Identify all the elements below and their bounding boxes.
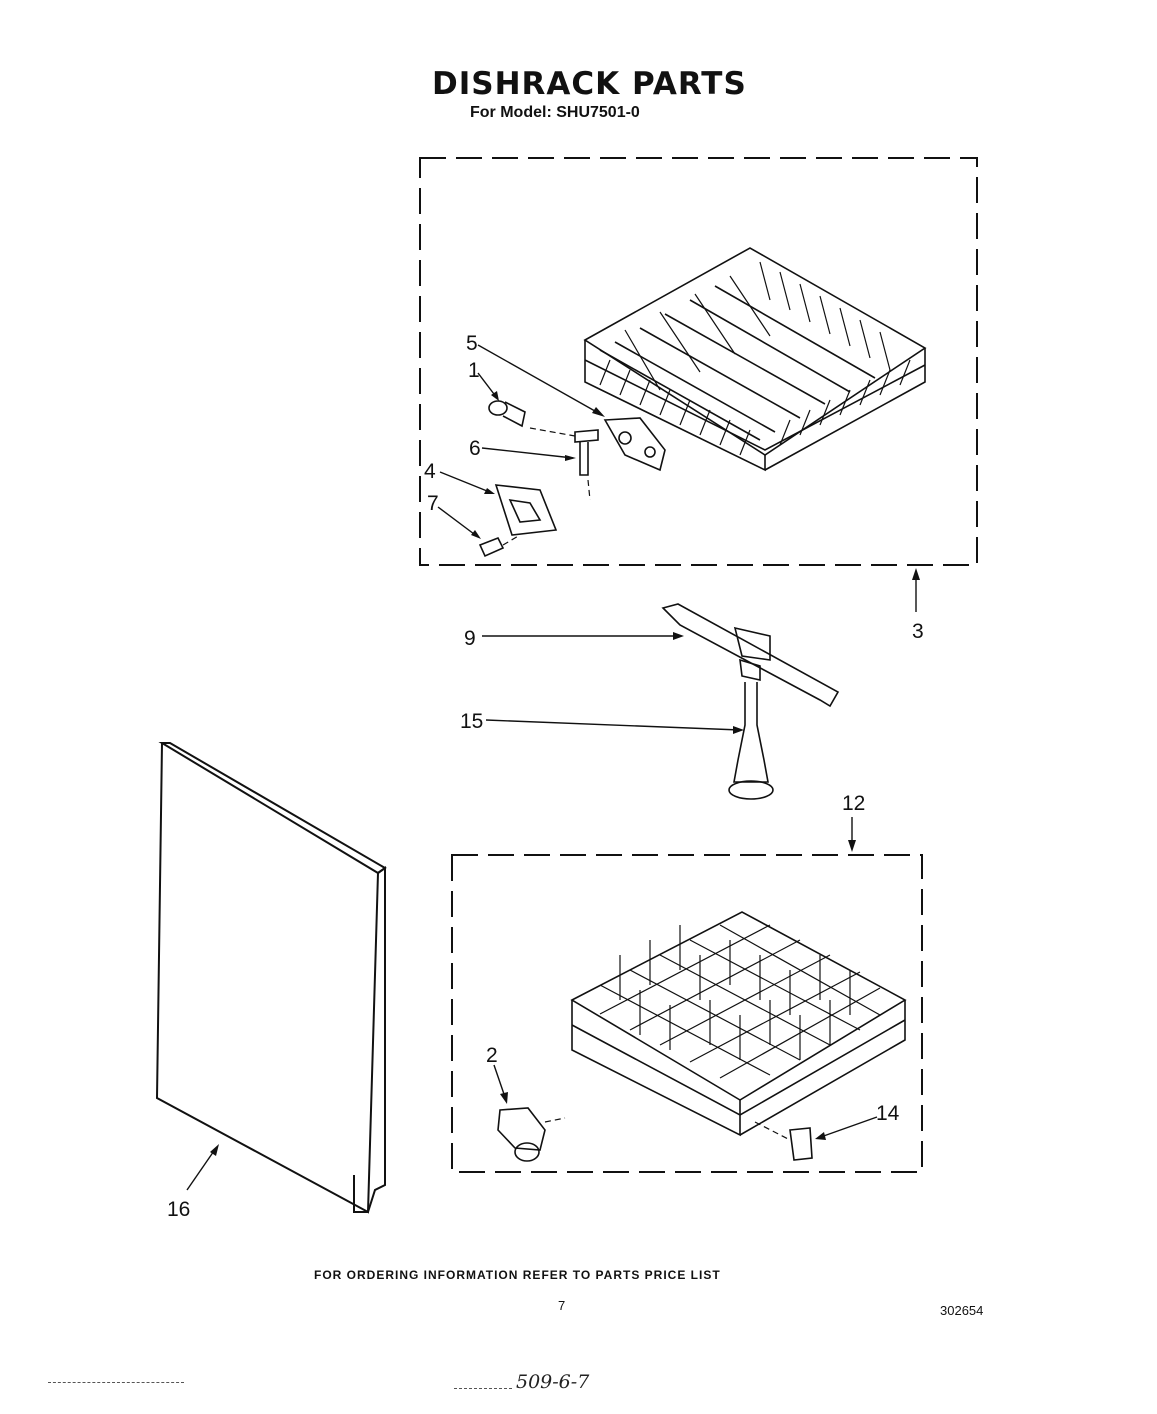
callout-6: 6 — [469, 437, 481, 460]
callout-12: 12 — [842, 792, 865, 815]
part-15-spray-arm-support — [728, 682, 774, 800]
page-title: DISHRACK PARTS — [432, 66, 747, 102]
callout-5: 5 — [466, 332, 478, 355]
callout-1: 1 — [468, 359, 480, 382]
part-6-adjuster-bolt — [574, 429, 599, 476]
part-14-clip — [789, 1127, 813, 1161]
upper-rack-assembly-box — [419, 157, 978, 566]
page-number: 7 — [558, 1298, 566, 1313]
part-7-screw — [478, 536, 505, 558]
model-subtitle: For Model: SHU7501-0 — [470, 104, 640, 121]
part-4-end-cap — [494, 484, 558, 536]
part-1-cap — [488, 400, 526, 428]
callout-4: 4 — [424, 460, 436, 483]
callout-2: 2 — [486, 1044, 498, 1067]
callout-9: 9 — [464, 627, 476, 650]
part-5-bracket — [603, 417, 666, 472]
lower-rack-assembly-box — [451, 854, 923, 1173]
callout-15: 15 — [460, 710, 483, 733]
scan-artifact-line — [48, 1382, 184, 1383]
callout-16: 16 — [167, 1198, 190, 1221]
scan-artifact-line — [454, 1388, 512, 1389]
part-16-door-panel — [155, 742, 387, 1214]
ordering-info-footer: FOR ORDERING INFORMATION REFER TO PARTS … — [314, 1268, 721, 1282]
document-number: 302654 — [940, 1303, 984, 1318]
part-2-wheel — [497, 1107, 546, 1162]
part-9-spray-arm — [661, 603, 840, 708]
lower-dishrack — [570, 911, 907, 1137]
callout-7: 7 — [427, 492, 439, 515]
handwritten-note: 509-6-7 — [516, 1371, 590, 1393]
callout-14: 14 — [876, 1102, 900, 1125]
upper-dishrack — [583, 247, 927, 472]
callout-3: 3 — [912, 620, 924, 643]
